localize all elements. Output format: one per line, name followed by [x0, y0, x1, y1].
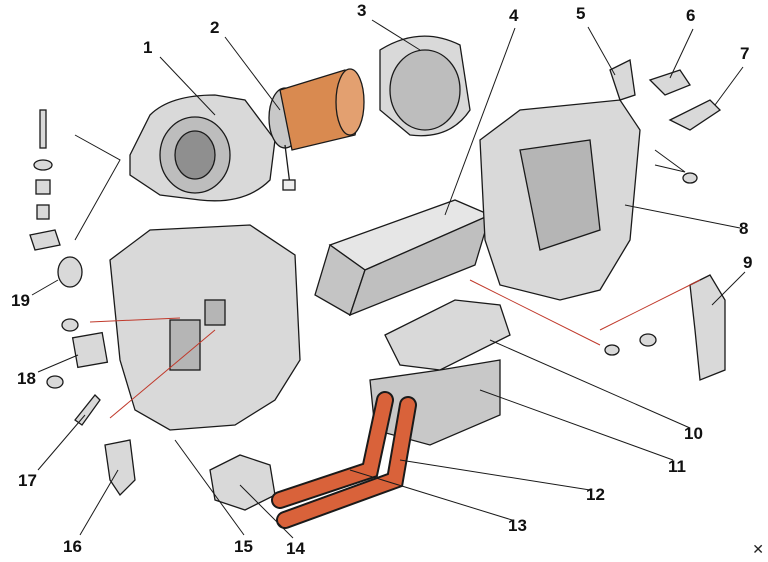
resistor	[71, 331, 109, 369]
callout-8: 8	[739, 219, 749, 238]
blower-motor	[268, 68, 365, 191]
callout-4: 4	[509, 6, 519, 25]
tools-icon: ✕	[752, 541, 764, 557]
callout-11: 11	[668, 457, 686, 476]
callout-13: 13	[508, 516, 527, 535]
callout-6: 6	[686, 6, 696, 25]
callout-5: 5	[576, 4, 586, 23]
blower-housing-right	[379, 35, 471, 137]
red-leader-lines	[89, 279, 701, 419]
callout-9: 9	[743, 253, 753, 272]
callout-15: 15	[234, 537, 253, 556]
blower-housing-left	[129, 94, 276, 202]
callout-19: 19	[11, 291, 30, 310]
callout-14: 14	[286, 539, 305, 558]
callout-3: 3	[357, 1, 367, 20]
evaporator-assembly	[369, 299, 511, 446]
heater-hoses	[271, 391, 417, 529]
callout-16: 16	[63, 537, 82, 556]
callout-12: 12	[586, 485, 605, 504]
callout-1: 1	[143, 38, 153, 57]
heater-core	[314, 199, 492, 317]
air-flap	[689, 274, 726, 381]
heater-housing-left	[109, 224, 301, 431]
callout-17: 17	[18, 471, 37, 490]
callout-10: 10	[684, 424, 703, 443]
leader-lines	[31, 19, 746, 539]
bracket	[104, 439, 136, 497]
callout-7: 7	[740, 44, 750, 63]
heater-housing-right	[479, 99, 641, 301]
callout-2: 2	[210, 18, 220, 37]
grommet	[57, 256, 83, 288]
callout-18: 18	[17, 369, 36, 388]
